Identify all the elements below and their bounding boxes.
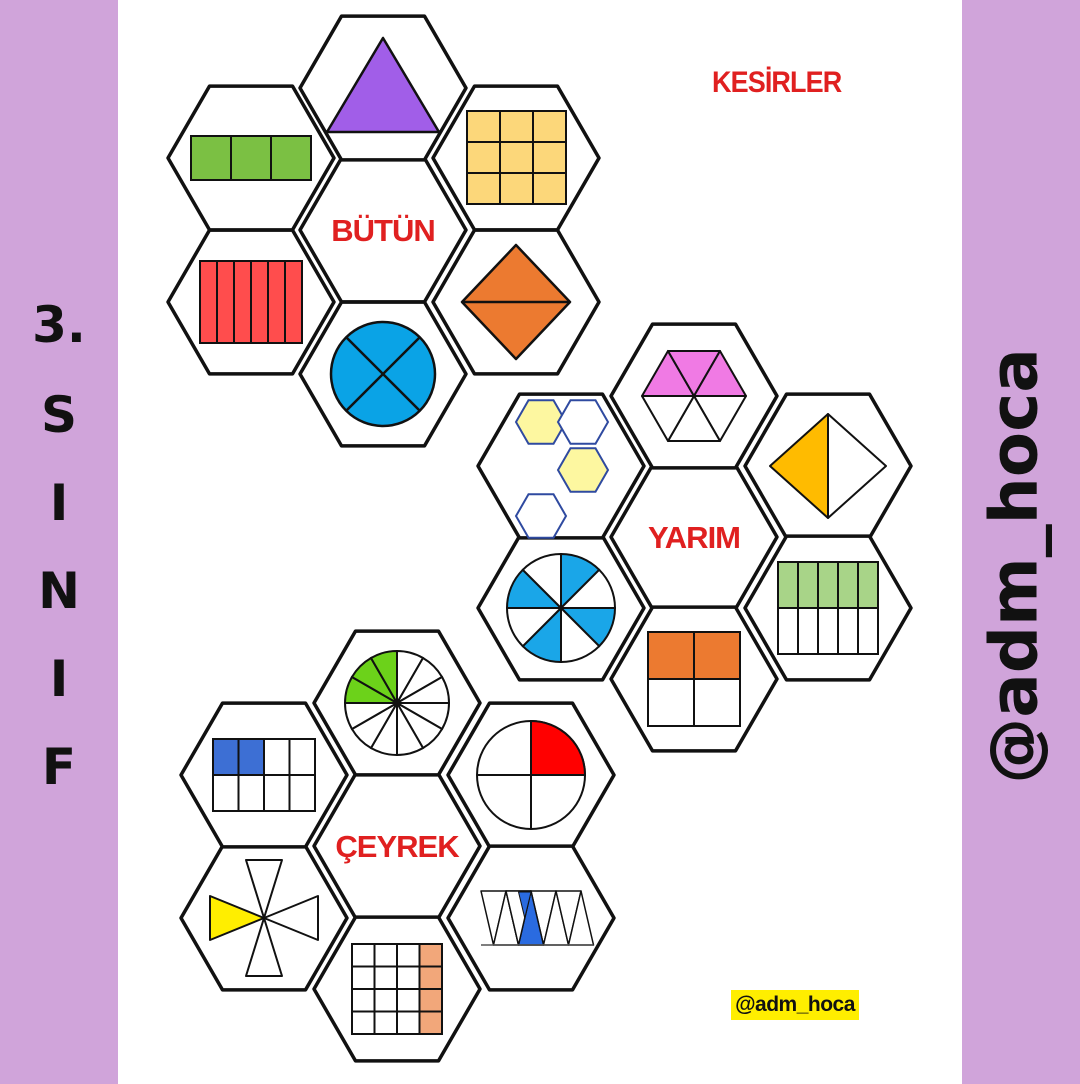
fraction-figure-hexagon-sixths (641, 349, 747, 443)
cluster-yarim: YARIM (476, 322, 913, 753)
cluster-label-yarim: YARIM (648, 520, 740, 555)
fraction-figure-circle-quarters (329, 320, 437, 428)
cluster-label-ceyrek: ÇEYREK (335, 829, 460, 864)
fraction-figure-honeycomb-4 (514, 399, 610, 539)
author-badge: @adm_hoca (731, 990, 859, 1020)
cluster-butun: BÜTÜN (166, 14, 601, 448)
grade-number: 3. (32, 296, 86, 354)
fraction-figure-diamond-half (769, 413, 887, 519)
fraction-figure-circle-quarter (476, 719, 587, 830)
fraction-figure-strip-3 (190, 135, 312, 181)
grade-letter-i: I (49, 474, 69, 532)
fraction-figure-grid-5x2 (777, 561, 879, 655)
fraction-figure-triangle-strip (480, 890, 595, 946)
page-title: KESİRLER (712, 66, 842, 99)
grade-letter-s: S (40, 386, 77, 444)
fraction-figure-grid-3x3 (466, 110, 567, 205)
fraction-figure-diamond-halves (460, 243, 572, 361)
fraction-figure-grid-4x2 (212, 738, 316, 812)
cluster-label-butun: BÜTÜN (331, 213, 435, 248)
fraction-figure-pinwheel (209, 859, 319, 977)
fraction-figure-bars-6 (199, 260, 303, 344)
cluster-ceyrek: ÇEYREK (179, 629, 616, 1063)
right-side-band (962, 0, 1080, 1084)
left-side-band (0, 0, 118, 1084)
grade-letter-n: N (38, 562, 80, 620)
fraction-figure-grid-4x4 (351, 943, 443, 1035)
fraction-figure-circle-eighths (505, 552, 617, 664)
grade-letter-f: F (41, 738, 77, 796)
fraction-figure-triangle (325, 36, 441, 134)
fraction-figure-square-quarters (647, 631, 741, 727)
fraction-figure-circle-twelfths (343, 649, 451, 757)
grade-letter-i-2: I (49, 650, 69, 708)
